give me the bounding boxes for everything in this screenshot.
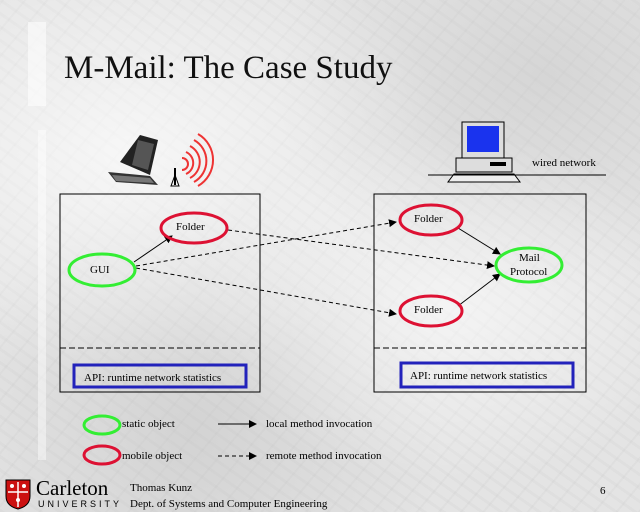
- wireless-antenna-icon: [170, 133, 215, 187]
- local-arrow-folder-top-mail: [457, 227, 501, 255]
- wired-network-label: wired network: [532, 157, 596, 169]
- mail-protocol-label-2: Protocol: [510, 266, 548, 278]
- body-accent-bar: [38, 130, 46, 460]
- legend-static-label: static object: [122, 418, 175, 430]
- legend-mobile-label: mobile object: [122, 450, 183, 462]
- page-number: 6: [600, 485, 606, 497]
- mobile-host-box: [59, 193, 261, 393]
- mail-protocol-node: [494, 246, 564, 284]
- desktop-computer-icon: [447, 121, 521, 183]
- legend-static-swatch: [82, 414, 122, 436]
- right-folder-bottom-label: Folder: [414, 304, 443, 316]
- api-box-right: [399, 361, 575, 389]
- legend-mobile-swatch: [82, 444, 122, 466]
- local-arrow-gui-folder: [133, 235, 173, 263]
- title-accent-bar: [28, 22, 46, 106]
- api-box-left: [72, 363, 248, 389]
- left-folder-label: Folder: [176, 221, 205, 233]
- laptop-icon: [108, 135, 158, 185]
- legend-local-label: local method invocation: [266, 418, 373, 430]
- legend-remote-label: remote method invocation: [266, 450, 382, 462]
- institution-subtitle: UNIVERSITY: [38, 499, 123, 509]
- gui-node: [67, 252, 137, 288]
- api-left-label: API: runtime network statistics: [84, 372, 222, 384]
- slide-title: M-Mail: The Case Study: [64, 50, 393, 86]
- remote-arrow-folder-mail: [227, 229, 495, 270]
- carleton-logo-icon: [5, 479, 31, 510]
- right-folder-top-label: Folder: [414, 213, 443, 225]
- local-arrow-folder-bottom-mail: [457, 273, 501, 307]
- left-folder-node: [159, 211, 229, 245]
- server-host-box: [373, 193, 587, 393]
- department-name: Dept. of Systems and Computer Engineerin…: [130, 498, 328, 510]
- institution-name: Carleton: [36, 476, 109, 500]
- mail-protocol-label-1: Mail: [519, 252, 540, 264]
- remote-arrow-gui-folder-top: [135, 219, 397, 267]
- api-right-label: API: runtime network statistics: [410, 370, 548, 382]
- gui-label: GUI: [90, 264, 110, 276]
- right-folder-top-node: [398, 203, 464, 237]
- remote-arrow-gui-folder-bottom: [135, 267, 397, 317]
- right-folder-bottom-node: [398, 294, 464, 328]
- author-name: Thomas Kunz: [130, 482, 193, 494]
